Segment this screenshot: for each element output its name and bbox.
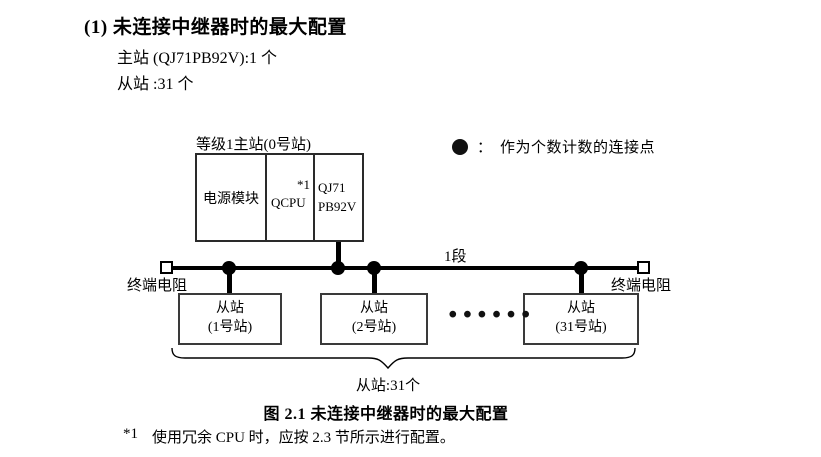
slave-label: 从站 [567,301,595,317]
legend: ： 作为个数计数的连接点 [452,136,655,157]
connection-dot [331,261,345,275]
slave-station-box-31: 从站 (31号站) [523,293,639,345]
slave-station-number: (1号站) [207,320,253,335]
terminator-right-icon [637,261,650,274]
section-title: (1) 未连接中继器时的最大配置 [84,17,347,38]
slave31-drop-line [579,268,584,293]
slave-station-box-2: 从站 (2号站) [320,293,428,345]
slave-station-box-1: 从站 (1号站) [178,293,282,345]
pb92v-module-cell: QJ71 PB92V [315,155,362,240]
footnote-text: 使用冗余 CPU 时，应按 2.3 节所示进行配置。 [152,430,455,446]
terminator-left-icon [160,261,173,274]
master-station-box: 电源模块 *1 QCPU QJ71 PB92V [195,153,364,242]
slave-station-number: (31号站) [555,320,607,335]
cpu-footnote-marker: *1 [297,177,310,192]
segment-label: 1段 [444,249,467,265]
figure-caption: 图 2.1 未连接中继器时的最大配置 [263,406,509,423]
footnote-marker: *1 [123,426,138,442]
underbrace [171,347,636,370]
slave1-drop-line [227,268,232,293]
slave-label: 从站 [216,301,244,317]
pb92v-label-line2: PB92V [318,198,357,214]
ellipsis-dots-icon: •••••• [446,303,534,329]
pb92v-label-line1: QJ71 [318,179,346,195]
cpu-module-cell: *1 QCPU [267,155,315,240]
terminator-right-label: 终端电阻 [611,278,672,294]
power-module-cell: 电源模块 [197,155,267,240]
connection-point-icon [452,138,468,155]
slave-label: 从站 [360,301,388,317]
cpu-module-label: QCPU [271,195,306,210]
master-station-label: 等级1主站(0号站) [196,137,311,153]
legend-text: 作为个数计数的连接点 [500,140,656,156]
footnote: *1 使用冗余 CPU 时，应按 2.3 节所示进行配置。 [123,426,455,447]
legend-separator: ： [477,140,493,156]
slave-count-line: 从站 :31 个 [117,76,194,93]
master-drop-line [336,242,341,268]
terminator-left-label: 终端电阻 [127,278,188,294]
slave-total-label: 从站:31个 [355,378,421,394]
bus-line [171,266,638,270]
slave2-drop-line [372,268,377,293]
master-count-line: 主站 (QJ71PB92V):1 个 [117,50,278,67]
slave-station-number: (2号站) [351,320,397,335]
